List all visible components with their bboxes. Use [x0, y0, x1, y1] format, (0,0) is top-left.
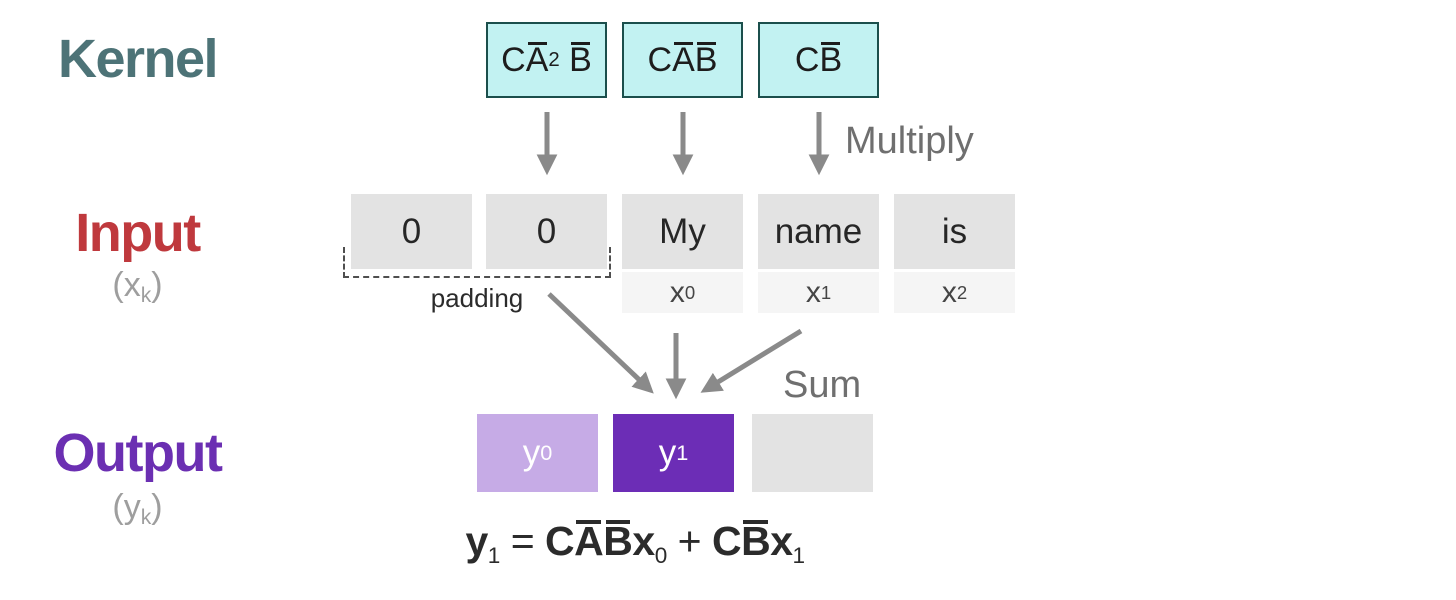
input-cell-pad-2: 0 — [486, 194, 607, 269]
y0-index: 0 — [540, 440, 553, 465]
x1-index: 1 — [820, 281, 832, 303]
kernel-title: Kernel — [57, 29, 219, 89]
formula-segment — [560, 41, 569, 80]
output-title: Output — [53, 423, 223, 483]
formula-segment: 1 — [487, 542, 501, 568]
input-cell-pad-1: 0 — [351, 194, 472, 269]
formula-segment: = — [499, 518, 546, 564]
padding-bracket — [343, 247, 611, 278]
input-title: Input — [75, 203, 201, 263]
x0-base: x — [669, 275, 685, 309]
input-cell-name: name — [758, 194, 879, 269]
y1-base: y — [658, 433, 677, 472]
input-cell-my: My — [622, 194, 743, 269]
sum-label: Sum — [783, 364, 862, 406]
output-subtitle: (yk) — [30, 490, 245, 528]
formula-segment: B — [819, 40, 843, 79]
formula-segment: B — [741, 518, 771, 564]
x2-base: x — [941, 275, 957, 309]
formula-segment: 1 — [792, 542, 806, 568]
multiply-label: Multiply — [845, 120, 974, 162]
y1-formula: y1 = CABx0 + CBx1 — [410, 518, 860, 569]
formula-segment: 2 — [548, 48, 560, 71]
formula-segment: + — [666, 518, 712, 564]
formula-segment: A — [574, 518, 604, 564]
formula-segment: B — [694, 40, 718, 79]
output-subtitle-pre: (y — [112, 488, 141, 526]
formula-segment: x — [770, 518, 793, 564]
x0-index: 0 — [684, 281, 696, 303]
formula-segment: x — [632, 518, 655, 564]
output-subtitle-post: ) — [151, 488, 163, 526]
input-subtitle-pre: (x — [112, 266, 141, 304]
formula-segment: C — [647, 40, 673, 79]
y0-base: y — [522, 433, 541, 472]
x1-base: x — [805, 275, 821, 309]
formula-segment: B — [603, 518, 633, 564]
x2-index: 2 — [956, 281, 968, 303]
formula-segment: 0 — [654, 542, 668, 568]
formula-segment: C — [545, 518, 575, 564]
output-cell-empty — [752, 414, 873, 492]
input-subtitle-index: k — [140, 283, 152, 307]
formula-segment: y — [465, 518, 488, 564]
formula-segment: A — [525, 40, 549, 79]
y1-index: 1 — [676, 440, 689, 465]
input-cell-is: is — [894, 194, 1015, 269]
formula-segment: A — [672, 40, 695, 79]
input-subtitle-post: ) — [151, 266, 163, 304]
input-subtitle: (xk) — [30, 268, 245, 306]
formula-segment: C — [501, 40, 526, 79]
formula-segment: C — [794, 40, 820, 79]
output-subtitle-index: k — [140, 505, 152, 529]
formula-segment: C — [711, 518, 742, 564]
formula-segment: B — [569, 40, 592, 79]
padding-label: padding — [430, 283, 524, 313]
